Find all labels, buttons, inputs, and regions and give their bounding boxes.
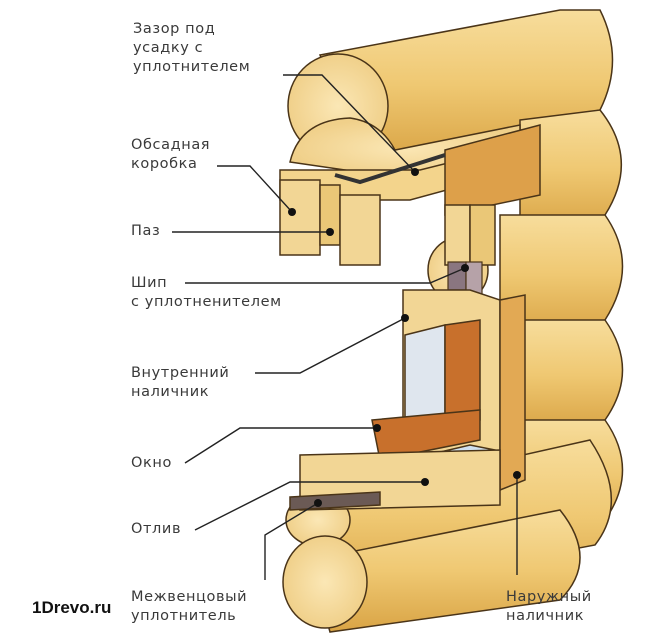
label-groove-line1: Паз [131, 223, 161, 239]
label-gap-line3: уплотнителем [133, 59, 251, 75]
leader-seal [264, 502, 319, 580]
window-frame-bottom [371, 409, 481, 461]
label-seal-line1: Межвенцовый [131, 589, 248, 605]
log-4 [519, 319, 624, 431]
label-outer-trim-line1: Наружный [506, 589, 592, 605]
label-window: Окно [131, 454, 172, 473]
gap-seal [334, 153, 446, 185]
label-tenon-line1: Шип [131, 275, 168, 291]
label-outer-trim: Наружный наличник [506, 588, 592, 626]
label-interlog-seal: Межвенцовый уплотнитель [131, 588, 247, 626]
label-casing-line2: коробка [131, 156, 198, 172]
outer-trim [499, 294, 526, 492]
leader-window [184, 427, 377, 464]
leader-tenon [185, 267, 466, 284]
leader-drip [194, 481, 425, 531]
label-gap-line1: Зазор под [133, 21, 216, 37]
log-end-b2 [282, 535, 368, 629]
label-inner-trim-line2: наличник [131, 384, 210, 400]
leader-inner-trim [255, 317, 406, 374]
leader-gap [283, 74, 416, 173]
label-tenon-line2: с уплотненителем [131, 294, 282, 310]
label-seal-line2: уплотнитель [131, 608, 237, 624]
log-bottom-2 [309, 509, 581, 633]
label-inner-trim: Внутренний наличник [131, 364, 229, 402]
leader-dots [288, 168, 521, 507]
label-outer-trim-line2: наличник [506, 608, 585, 624]
label-gap: Зазор под усадку с уплотнителем [133, 20, 250, 77]
leader-casing [217, 165, 293, 213]
window-glass [404, 324, 446, 421]
label-gap-line2: усадку с [133, 40, 204, 56]
label-inner-trim-line1: Внутренний [131, 365, 230, 381]
drip-seal [289, 491, 381, 511]
window-block [289, 289, 526, 511]
label-drip: Отлив [131, 520, 181, 539]
label-tenon: Шип с уплотненителем [131, 274, 282, 312]
brand-watermark: 1Drevo.ru [32, 598, 112, 617]
label-drip-line1: Отлив [131, 521, 182, 537]
label-casing-box: Обсадная коробка [131, 136, 210, 174]
wall-logs [282, 9, 624, 633]
label-casing-line1: Обсадная [131, 137, 211, 153]
label-window-line1: Окно [131, 455, 172, 471]
casing-box [279, 124, 541, 266]
leader-lines [172, 74, 518, 580]
label-groove: Паз [131, 222, 160, 241]
